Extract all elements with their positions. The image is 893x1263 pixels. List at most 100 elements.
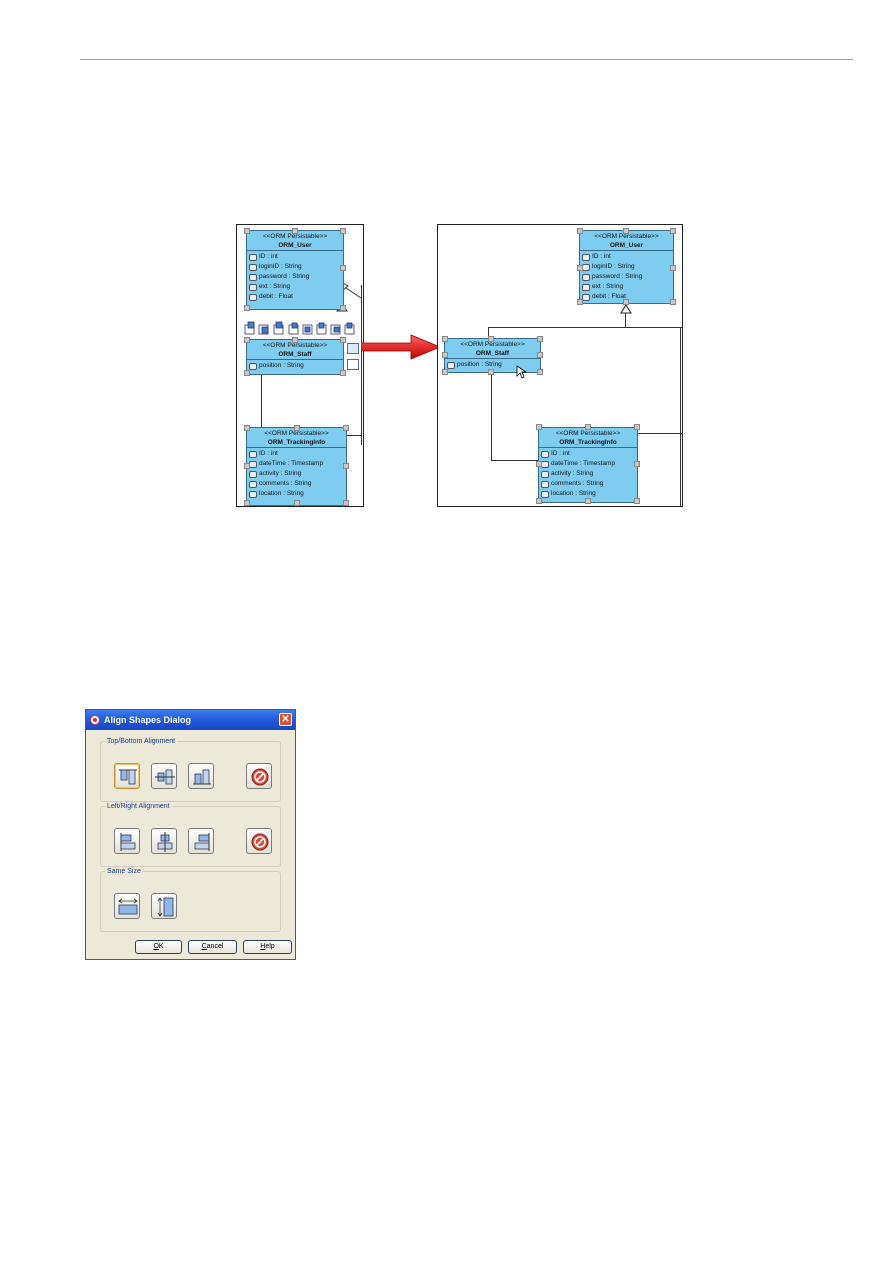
resize-handle[interactable] <box>340 337 346 343</box>
resize-handle[interactable] <box>623 299 629 305</box>
attribute-icon <box>249 480 257 488</box>
resource-toolbar-icons[interactable] <box>243 321 358 337</box>
align-bottom-button[interactable] <box>188 763 214 789</box>
attribute-icon <box>249 283 257 291</box>
align-bottom-icon <box>193 769 211 785</box>
cancel-icon <box>251 833 269 851</box>
resource-catalog-icon[interactable] <box>347 359 359 370</box>
class-attribute: ID : int <box>582 252 673 262</box>
resize-handle[interactable] <box>343 463 349 469</box>
resize-handle[interactable] <box>244 337 250 343</box>
attribute-icon <box>249 470 257 478</box>
clear-horizontal-alignment-button[interactable] <box>246 828 272 854</box>
resize-handle[interactable] <box>577 265 583 271</box>
diagram-before-panel: <<ORM Persistable>> ORM_User ID : int lo… <box>236 224 364 507</box>
align-left-button[interactable] <box>114 828 140 854</box>
class-attribute: password : String <box>582 272 673 282</box>
dialog-titlebar[interactable]: Align Shapes Dialog ✕ <box>86 710 295 730</box>
resize-handle[interactable] <box>340 228 346 234</box>
resize-handle[interactable] <box>340 305 346 311</box>
class-attribute: activity : String <box>541 469 637 479</box>
resize-handle[interactable] <box>634 461 640 467</box>
resize-handle[interactable] <box>537 352 543 358</box>
resize-handle[interactable] <box>670 265 676 271</box>
class-attribute: debit : Float <box>582 292 673 302</box>
same-height-button[interactable] <box>151 893 177 919</box>
attribute-icon <box>447 361 455 369</box>
resize-handle[interactable] <box>292 337 298 343</box>
class-attribute: loginID : String <box>249 262 343 272</box>
resize-handle[interactable] <box>244 500 250 506</box>
resize-handle[interactable] <box>577 299 583 305</box>
class-attribute: password : String <box>249 272 343 282</box>
resize-handle[interactable] <box>292 228 298 234</box>
resize-handle[interactable] <box>537 336 543 342</box>
resize-handle[interactable] <box>585 424 591 430</box>
resize-handle[interactable] <box>623 228 629 234</box>
resize-handle[interactable] <box>537 369 543 375</box>
top-bottom-alignment-group: Top/Bottom Alignment <box>100 738 281 802</box>
resize-handle[interactable] <box>244 463 250 469</box>
class-orm-user[interactable]: <<ORM Persistable>> ORM_User ID : int lo… <box>579 230 674 304</box>
resize-handle[interactable] <box>294 500 300 506</box>
class-orm-staff[interactable]: <<ORM Persistable>> ORM_Staff position :… <box>246 339 344 375</box>
resize-handle[interactable] <box>670 299 676 305</box>
class-orm-user[interactable]: <<ORM Persistable>> ORM_User ID : int lo… <box>246 230 344 310</box>
align-center-button[interactable] <box>151 828 177 854</box>
resize-handle[interactable] <box>244 228 250 234</box>
align-top-button[interactable] <box>114 763 140 789</box>
resize-handle[interactable] <box>536 498 542 504</box>
align-shapes-dialog: Align Shapes Dialog ✕ Top/Bottom Alignme… <box>85 709 296 960</box>
connector-line <box>491 460 538 461</box>
resize-handle[interactable] <box>670 228 676 234</box>
attribute-icon <box>582 273 590 281</box>
class-orm-staff[interactable]: <<ORM Persistable>> ORM_Staff position :… <box>444 338 541 373</box>
class-attribute: dateTime : Timestamp <box>249 459 346 469</box>
ok-button[interactable]: OK <box>135 940 182 954</box>
close-button[interactable]: ✕ <box>279 713 292 726</box>
align-center-icon <box>157 832 173 852</box>
align-middle-button[interactable] <box>151 763 177 789</box>
same-height-icon <box>157 897 174 917</box>
class-orm-trackinginfo[interactable]: <<ORM Persistable>> ORM_TrackingInfo ID … <box>538 427 638 503</box>
align-right-button[interactable] <box>188 828 214 854</box>
resize-handle[interactable] <box>244 425 250 431</box>
resize-handle[interactable] <box>536 424 542 430</box>
attribute-icon <box>249 460 257 468</box>
class-attribute: comments : String <box>541 479 637 489</box>
resize-handle[interactable] <box>294 425 300 431</box>
resize-handle[interactable] <box>244 305 250 311</box>
resource-catalog-icon[interactable] <box>347 343 359 354</box>
class-attribute: activity : String <box>249 469 346 479</box>
attribute-icon <box>249 490 257 498</box>
help-button[interactable]: Help <box>243 940 292 954</box>
same-width-button[interactable] <box>114 893 140 919</box>
resize-handle[interactable] <box>536 461 542 467</box>
class-stereotype: <<ORM Persistable>> <box>460 341 525 348</box>
resize-handle[interactable] <box>577 228 583 234</box>
resize-handle[interactable] <box>343 425 349 431</box>
resize-handle[interactable] <box>634 424 640 430</box>
resize-handle[interactable] <box>634 498 640 504</box>
attribute-icon <box>541 460 549 468</box>
resize-handle[interactable] <box>488 336 494 342</box>
class-stereotype: <<ORM Persistable>> <box>262 233 328 240</box>
class-attribute: dateTime : Timestamp <box>541 459 637 469</box>
clear-vertical-alignment-button[interactable] <box>246 763 272 789</box>
resize-handle[interactable] <box>442 336 448 342</box>
resize-handle[interactable] <box>340 265 346 271</box>
group-label: Left/Right Alignment <box>107 803 170 810</box>
header-rule <box>80 59 853 60</box>
resize-handle[interactable] <box>442 352 448 358</box>
resize-handle[interactable] <box>488 369 494 375</box>
resize-handle[interactable] <box>244 370 250 376</box>
resize-handle[interactable] <box>442 369 448 375</box>
connector-line <box>361 285 362 445</box>
resize-handle[interactable] <box>343 500 349 506</box>
resize-handle[interactable] <box>340 370 346 376</box>
class-attribute: ID : int <box>249 449 346 459</box>
resize-handle[interactable] <box>585 498 591 504</box>
same-size-group: Same Size <box>100 868 281 932</box>
cancel-button[interactable]: Cancel <box>188 940 237 954</box>
class-orm-trackinginfo[interactable]: <<ORM Persistable>> ORM_TrackingInfo ID … <box>246 427 347 506</box>
